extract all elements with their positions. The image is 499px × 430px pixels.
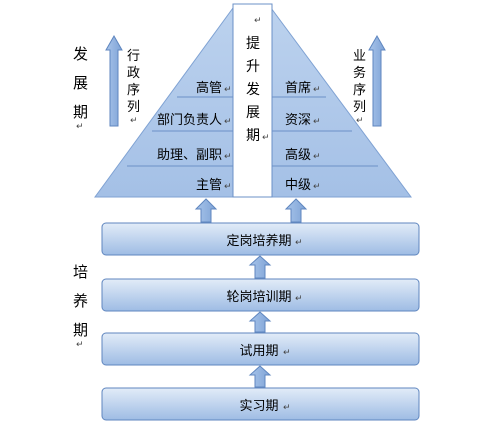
up-arrow-icon (248, 311, 272, 333)
return-mark: ↵ (254, 16, 262, 26)
stage-label: 轮岗培训期 (226, 289, 291, 305)
return-mark: ↵ (313, 182, 321, 192)
up-arrow-icon (248, 255, 272, 279)
return-mark: ↵ (76, 340, 84, 350)
stage-label: 实习期 (239, 399, 278, 414)
up-arrow-icon (105, 34, 123, 127)
return-mark: ↵ (224, 152, 232, 162)
up-arrow-icon (368, 34, 386, 127)
business-level-label: 资深 (285, 113, 311, 128)
center-char: 提 (246, 36, 260, 52)
admin-level-label: 主管 (196, 178, 222, 193)
return-mark: ↵ (76, 122, 84, 132)
up-arrow-icon (248, 365, 272, 388)
center-column-text: ↵ 提 升 发 展 期 ↵ (246, 16, 270, 144)
admin-sequence-arrow: 行 政 序 列 ↵ (105, 34, 140, 127)
return-mark: ↵ (283, 403, 291, 413)
business-sequence-arrow: 业 务 序 列 ↵ (353, 34, 386, 127)
business-sequence-char: 序 (353, 83, 366, 98)
return-mark: ↵ (224, 182, 232, 192)
return-mark: ↵ (313, 85, 321, 95)
center-char: 展 (246, 105, 260, 121)
stage-label: 试用期 (239, 344, 278, 359)
business-level-label: 中级 (285, 178, 311, 193)
admin-sequence-char: 序 (127, 83, 140, 98)
admin-sequence-char: 列 (127, 100, 140, 115)
development-phase-heading: 发 展 期 ↵ (73, 45, 88, 132)
return-mark: ↵ (295, 238, 303, 248)
training-phase-heading: 培 养 期 ↵ (73, 263, 88, 350)
heading-char: 养 (73, 292, 88, 310)
center-char: 期 (246, 128, 260, 144)
return-mark: ↵ (130, 116, 138, 126)
return-mark: ↵ (262, 133, 270, 143)
business-sequence-char: 列 (353, 100, 366, 115)
return-mark: ↵ (224, 85, 232, 95)
return-mark: ↵ (295, 294, 303, 304)
stage-bar (101, 278, 420, 312)
admin-levels: 高管 ↵ 部门负责人 ↵ 助理、副职 ↵ 主管 ↵ (157, 80, 232, 193)
return-mark: ↵ (313, 117, 321, 127)
stage-label: 定岗培养期 (226, 233, 291, 249)
admin-level-label: 高管 (196, 80, 222, 96)
center-char: 发 (246, 82, 260, 98)
return-mark: ↵ (356, 116, 364, 126)
admin-sequence-char: 政 (127, 66, 140, 81)
heading-char: 期 (73, 103, 88, 121)
business-sequence-char: 务 (353, 65, 366, 81)
heading-char: 期 (73, 321, 88, 339)
admin-sequence-char: 行 (127, 49, 140, 64)
heading-char: 发 (73, 45, 88, 63)
center-char: 升 (246, 59, 260, 75)
up-arrow-icon (194, 198, 218, 223)
return-mark: ↵ (224, 117, 232, 127)
center-column (232, 3, 273, 198)
return-mark: ↵ (283, 348, 291, 358)
pyramid-entry-arrows (194, 198, 308, 223)
admin-level-label: 助理、副职 (157, 148, 222, 163)
pyramid (94, 3, 412, 198)
business-sequence-char: 业 (353, 49, 366, 64)
heading-char: 展 (73, 74, 88, 92)
admin-level-label: 部门负责人 (157, 113, 222, 128)
stage-bar (101, 222, 420, 256)
heading-char: 培 (73, 263, 88, 281)
return-mark: ↵ (313, 152, 321, 162)
business-levels: 首席 ↵ 资深 ↵ 高级 ↵ 中级 ↵ (285, 80, 321, 193)
up-arrow-icon (284, 198, 308, 223)
business-level-label: 高级 (285, 147, 311, 163)
training-stages: 定岗培养期 ↵ 轮岗培训期 ↵ 试用期 ↵ 实习期 ↵ (101, 222, 420, 421)
stage-bar (101, 332, 420, 366)
business-level-label: 首席 (285, 80, 311, 96)
stage-bar (101, 387, 420, 421)
